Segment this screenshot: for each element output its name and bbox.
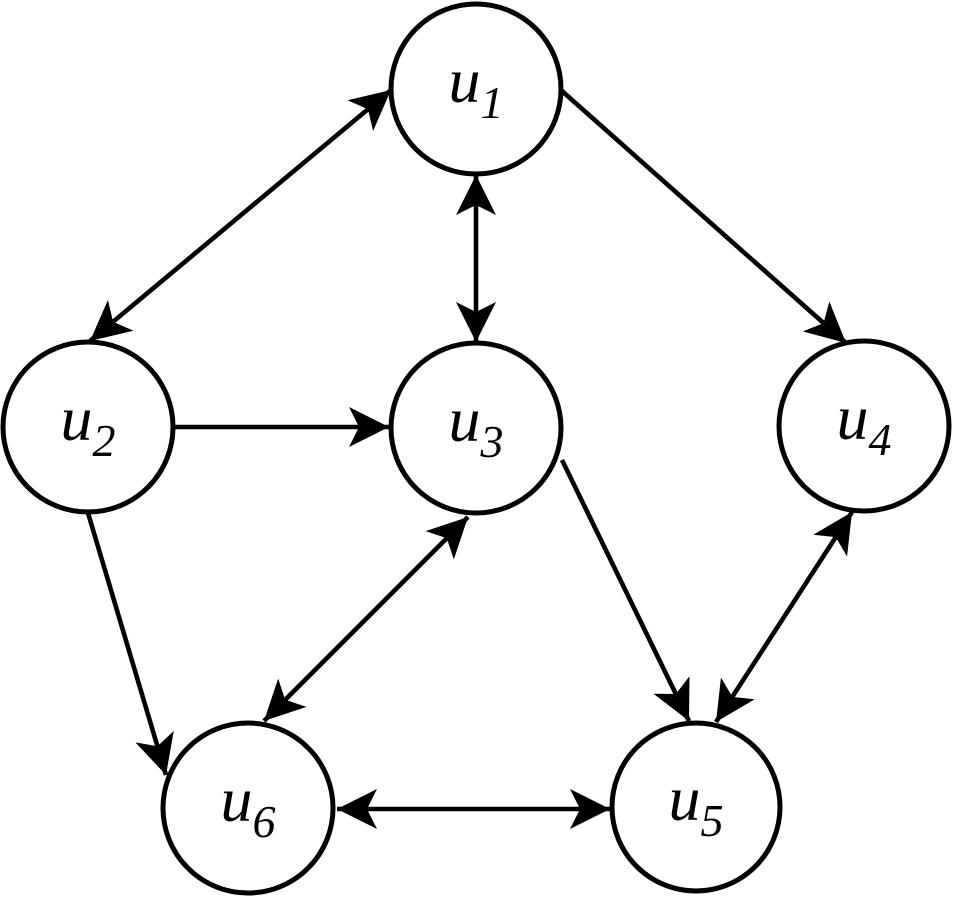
edge-u1-u4-directed xyxy=(560,89,848,345)
edge-u1-u2-bidirectional xyxy=(88,88,393,343)
node-u2-label-letter: u xyxy=(61,383,93,454)
node-u3-label-letter: u xyxy=(449,384,481,455)
node-u2-label: u2 xyxy=(61,383,116,466)
node-u6-label: u6 xyxy=(221,764,276,847)
node-u3-label: u3 xyxy=(449,384,504,467)
node-u6-label-letter: u xyxy=(221,764,253,835)
node-u5-circle xyxy=(609,720,783,894)
node-u3-circle xyxy=(388,340,564,516)
node-u1-label-subscript: 1 xyxy=(481,77,504,128)
node-u4-label: u4 xyxy=(837,382,892,465)
node-u2: u2 xyxy=(0,339,176,515)
node-u6-circle xyxy=(160,720,336,896)
edge-u4-u5-bidirectional xyxy=(714,510,854,724)
edge-u2-u6-directed xyxy=(85,512,174,776)
node-u5-label: u5 xyxy=(669,763,724,846)
node-u3: u3 xyxy=(388,340,564,516)
node-u5-label-letter: u xyxy=(669,763,701,834)
edge-u3-u5-directed xyxy=(559,458,692,723)
node-u6: u6 xyxy=(160,720,336,896)
node-u4-label-subscript: 4 xyxy=(869,414,892,465)
node-u1: u1 xyxy=(388,1,564,177)
edge-u3-u6-bidirectional xyxy=(262,515,470,723)
node-u3-label-subscript: 3 xyxy=(480,416,504,467)
node-u1-label-letter: u xyxy=(449,45,481,116)
node-u4: u4 xyxy=(776,338,952,514)
node-u6-label-subscript: 6 xyxy=(253,796,276,847)
node-u1-circle xyxy=(388,1,564,177)
edges-layer xyxy=(85,88,854,829)
node-u2-circle xyxy=(0,339,176,515)
node-u4-circle xyxy=(776,338,952,514)
node-u2-label-subscript: 2 xyxy=(93,415,116,466)
node-u5-label-subscript: 5 xyxy=(701,795,724,846)
node-u4-label-letter: u xyxy=(837,382,869,453)
node-u5: u5 xyxy=(609,720,783,894)
node-u1-label: u1 xyxy=(449,45,504,128)
